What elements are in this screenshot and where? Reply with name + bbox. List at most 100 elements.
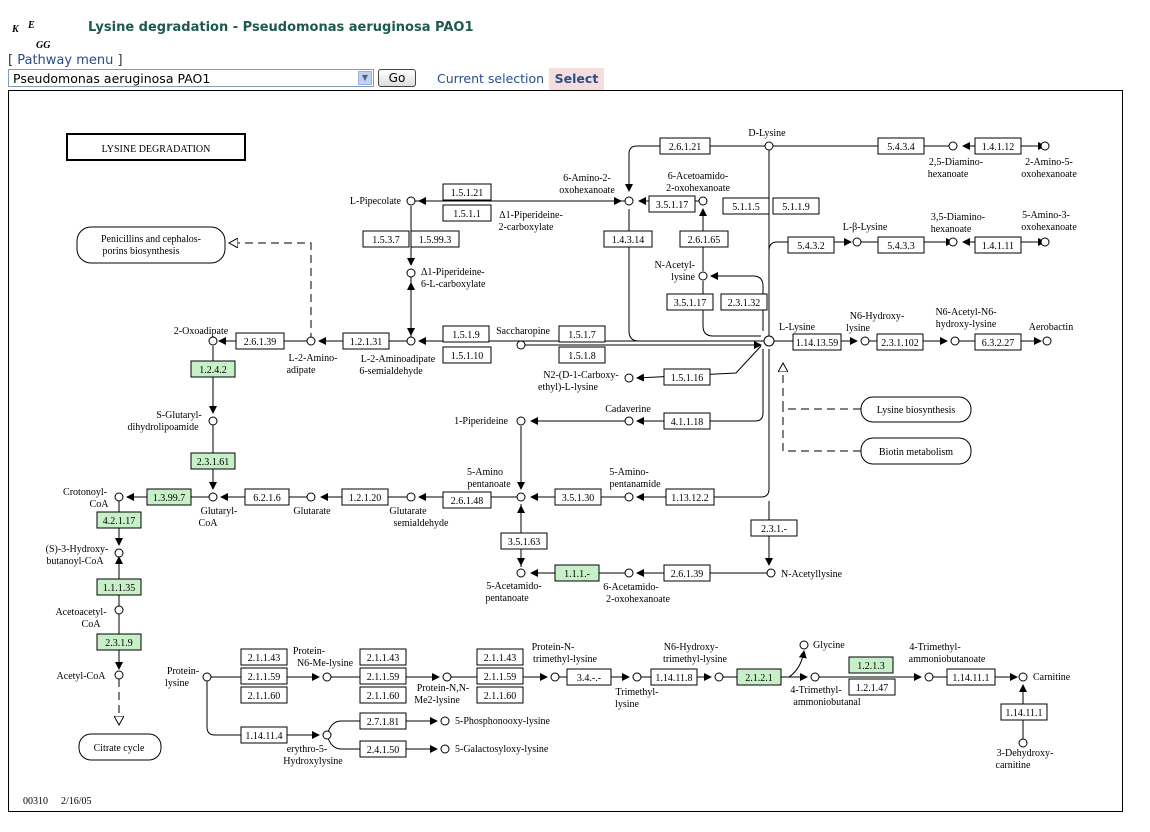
compound-node[interactable] bbox=[516, 568, 526, 578]
enzyme-box[interactable]: 1.14.13.59 bbox=[792, 333, 842, 351]
enzyme-box[interactable]: 1.5.99.3 bbox=[410, 230, 460, 248]
compound-node[interactable] bbox=[948, 237, 958, 247]
select-button[interactable]: Select bbox=[549, 68, 604, 90]
compound-node[interactable] bbox=[114, 670, 124, 680]
enzyme-box[interactable]: 4.2.1.17 bbox=[96, 511, 142, 529]
enzyme-box[interactable]: 1.2.1.20 bbox=[341, 488, 389, 506]
compound-node[interactable] bbox=[799, 640, 809, 650]
enzyme-box[interactable]: 1.2.1.3 bbox=[848, 656, 894, 674]
pathway-lysine-biosynthesis[interactable]: Lysine biosynthesis bbox=[860, 396, 972, 423]
compound-nodes[interactable] bbox=[114, 141, 1052, 754]
enzyme-box[interactable]: 3.5.1.63 bbox=[500, 532, 548, 550]
enzyme-box[interactable]: 2.4.1.50 bbox=[359, 740, 407, 758]
compound-node[interactable] bbox=[406, 336, 416, 346]
enzyme-box[interactable]: 4.1.1.18 bbox=[663, 412, 711, 430]
compound-node[interactable] bbox=[306, 336, 316, 346]
enzyme-box[interactable]: 2.1.1.59 bbox=[359, 667, 407, 685]
compound-node[interactable] bbox=[1018, 738, 1028, 748]
compound-node[interactable] bbox=[624, 196, 634, 206]
compound-node[interactable] bbox=[440, 744, 450, 754]
enzyme-box[interactable]: 1.5.1.8 bbox=[558, 346, 606, 364]
enzyme-box[interactable]: 5.1.1.9 bbox=[772, 197, 820, 215]
compound-node[interactable] bbox=[516, 492, 526, 502]
enzyme-box[interactable]: 1.4.3.14 bbox=[603, 230, 653, 248]
enzyme-box[interactable]: 1.2.1.31 bbox=[342, 332, 390, 350]
compound-node[interactable] bbox=[442, 672, 452, 682]
compound-node[interactable] bbox=[1042, 336, 1052, 346]
enzyme-box[interactable]: 1.5.1.10 bbox=[442, 346, 492, 364]
compound-node[interactable] bbox=[406, 268, 416, 278]
compound-node[interactable] bbox=[114, 605, 124, 615]
pathway-biotin-metabolism[interactable]: Biotin metabolism bbox=[860, 437, 972, 465]
compound-node[interactable] bbox=[322, 672, 332, 682]
enzyme-box[interactable]: 2.1.1.43 bbox=[476, 648, 524, 666]
enzyme-box[interactable]: 2.1.2.1 bbox=[736, 668, 782, 686]
compound-node[interactable] bbox=[624, 416, 634, 426]
chevron-down-icon[interactable]: ▼ bbox=[358, 71, 372, 85]
enzyme-box[interactable]: 1.5.1.21 bbox=[442, 183, 492, 201]
compound-node[interactable] bbox=[406, 196, 416, 206]
compound-node[interactable] bbox=[632, 672, 642, 682]
compound-node[interactable] bbox=[516, 340, 526, 350]
compound-node[interactable] bbox=[550, 672, 560, 682]
compound-node[interactable] bbox=[810, 672, 820, 682]
enzyme-box[interactable]: 3.5.1.30 bbox=[554, 488, 602, 506]
compound-node[interactable] bbox=[114, 548, 124, 558]
compound-node[interactable] bbox=[208, 416, 218, 426]
enzyme-box[interactable]: 1.5.3.7 bbox=[362, 230, 410, 248]
compound-node[interactable] bbox=[766, 568, 776, 578]
enzyme-box[interactable]: 5.4.3.3 bbox=[877, 236, 925, 254]
enzyme-box[interactable]: 2.6.1.65 bbox=[679, 230, 729, 248]
compound-node[interactable] bbox=[948, 141, 958, 151]
enzyme-box[interactable]: 2.1.1.59 bbox=[240, 667, 288, 685]
enzyme-box[interactable]: 1.4.1.11 bbox=[974, 236, 1022, 254]
organism-select[interactable]: Pseudomonas aeruginosa PAO1 ▼ bbox=[8, 69, 374, 87]
enzyme-box[interactable]: 6.2.1.6 bbox=[244, 488, 290, 506]
enzyme-box[interactable]: 2.3.1.- bbox=[750, 519, 798, 537]
enzyme-box[interactable]: 1.5.1.16 bbox=[663, 368, 711, 386]
enzyme-box[interactable]: 1.5.1.1 bbox=[442, 204, 492, 222]
compound-node[interactable] bbox=[624, 492, 634, 502]
enzyme-box[interactable]: 1.5.1.9 bbox=[442, 325, 490, 343]
enzyme-boxes[interactable]: 2.6.1.21 5.4.3.4 1.4.1.12 1.5.1.21 1.5.1… bbox=[96, 137, 1048, 758]
compound-node[interactable] bbox=[406, 492, 416, 502]
enzyme-box[interactable]: 1.1.1.35 bbox=[96, 578, 142, 596]
compound-node[interactable] bbox=[208, 492, 218, 502]
enzyme-box[interactable]: 1.5.1.7 bbox=[558, 325, 606, 343]
compound-node[interactable] bbox=[860, 336, 870, 346]
compound-node[interactable] bbox=[764, 141, 774, 151]
enzyme-box[interactable]: 2.3.1.61 bbox=[190, 452, 236, 470]
pathway-menu-link[interactable]: Pathway menu bbox=[17, 53, 114, 68]
enzyme-box[interactable]: 1.14.11.4 bbox=[240, 726, 288, 744]
compound-node[interactable] bbox=[208, 336, 218, 346]
compound-node[interactable] bbox=[950, 336, 960, 346]
compound-node[interactable] bbox=[516, 416, 526, 426]
compound-node[interactable] bbox=[698, 196, 708, 206]
compound-node[interactable] bbox=[1040, 141, 1050, 151]
enzyme-box[interactable]: 2.7.1.81 bbox=[359, 712, 407, 730]
compound-node[interactable] bbox=[306, 492, 316, 502]
compound-node[interactable] bbox=[202, 672, 212, 682]
enzyme-box[interactable]: 5.1.1.5 bbox=[722, 197, 770, 215]
enzyme-box[interactable]: 2.1.1.60 bbox=[476, 686, 524, 704]
compound-node[interactable] bbox=[624, 373, 634, 383]
compound-node[interactable] bbox=[698, 271, 708, 281]
enzyme-box[interactable]: 1.4.1.12 bbox=[974, 137, 1022, 155]
compound-node[interactable] bbox=[440, 716, 450, 726]
enzyme-box[interactable]: 2.6.1.39 bbox=[235, 332, 285, 350]
enzyme-box[interactable]: 2.1.1.60 bbox=[359, 686, 407, 704]
enzyme-box[interactable]: 5.4.3.4 bbox=[877, 137, 925, 155]
enzyme-box[interactable]: 5.4.3.2 bbox=[787, 236, 835, 254]
enzyme-box[interactable]: 3.4.-.- bbox=[566, 668, 612, 686]
enzyme-box[interactable]: 2.3.1.9 bbox=[96, 633, 142, 651]
enzyme-box[interactable]: 2.6.1.39 bbox=[663, 564, 711, 582]
enzyme-box[interactable]: 1.2.4.2 bbox=[190, 360, 236, 378]
kegg-logo[interactable]: K E GG bbox=[10, 8, 74, 52]
enzyme-box[interactable]: 2.1.1.43 bbox=[240, 648, 288, 666]
enzyme-box[interactable]: 1.2.1.47 bbox=[848, 678, 896, 696]
enzyme-box[interactable]: 1.14.11.1 bbox=[946, 668, 996, 686]
compound-node[interactable] bbox=[322, 730, 332, 740]
enzyme-box[interactable]: 2.1.1.60 bbox=[240, 686, 288, 704]
compound-node[interactable] bbox=[1040, 237, 1050, 247]
compound-node[interactable] bbox=[852, 237, 862, 247]
